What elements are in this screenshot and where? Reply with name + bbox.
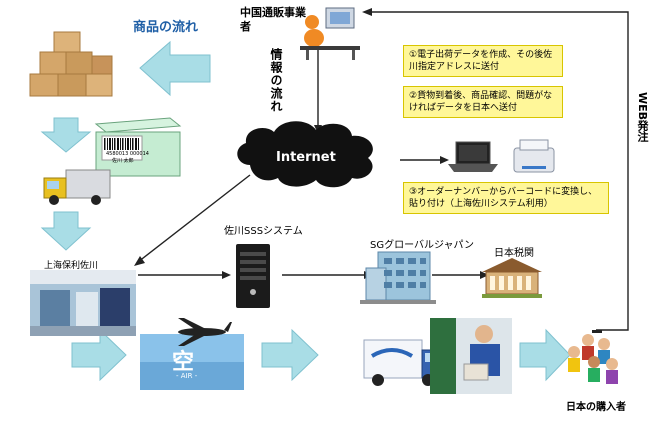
internet-to-shanghai-line <box>137 174 251 263</box>
barcode-text-line2: 佐川 太郎 <box>112 158 134 164</box>
laptop-icon <box>448 141 498 172</box>
info-flow-label: 情報の流れ <box>269 48 283 113</box>
air-card-text: 空 <box>172 350 195 375</box>
delivery-truck-icon <box>363 339 441 386</box>
note-step-3: ③オーダーナンバーからバーコードに変換し、貼り付け（上海佐川システム利用） <box>403 182 609 214</box>
goods-arrow-right-3 <box>519 328 571 382</box>
barcode-box-icon <box>94 117 182 177</box>
chinese-vendor-label: 中国通販事業者 <box>240 6 306 33</box>
goods-arrow-right-1 <box>71 328 127 382</box>
courier-poster-image <box>430 318 512 394</box>
shanghai-office-photo <box>30 270 136 336</box>
small-truck-icon <box>43 169 111 205</box>
customs-building-icon <box>482 258 542 298</box>
boxes-icon <box>29 31 113 97</box>
buyer-label: 日本の購入者 <box>566 402 626 413</box>
goods-arrow-down-2 <box>40 211 92 251</box>
goods-arrow-down-1 <box>40 117 92 153</box>
note-step-2: ②貨物到着後、商品確認、問題がなければデータを日本へ送付 <box>403 86 563 118</box>
buyers-group-icon <box>568 330 618 384</box>
vendor-figure-icon <box>300 7 360 60</box>
airplane-icon <box>178 318 232 346</box>
goods-arrow-right-2 <box>261 328 319 382</box>
shanghai-label: 上海保利佐川 <box>44 261 99 271</box>
air-card-subtext: - AIR - <box>176 372 198 380</box>
web-order-label: WEB発注 <box>636 92 649 143</box>
server-icon <box>236 244 270 308</box>
goods-arrow-left <box>139 40 211 97</box>
web-order-line <box>372 11 629 331</box>
air-card-image <box>140 334 244 390</box>
barcode-text-line1: 4580013 000014 <box>106 151 149 157</box>
note-step-1: ①電子出荷データを作成、その後佐川指定アドレスに送付 <box>403 45 563 77</box>
printer-icon <box>513 139 555 173</box>
customs-label: 日本税関 <box>494 248 534 259</box>
internet-cloud <box>237 121 373 188</box>
internet-label: Internet <box>276 150 336 165</box>
goods-flow-label: 商品の流れ <box>133 20 199 35</box>
office-building-icon <box>360 251 436 304</box>
sg-global-label: SGグローバルジャパン <box>370 240 474 251</box>
sss-system-label: 佐川SSSシステム <box>224 226 303 237</box>
